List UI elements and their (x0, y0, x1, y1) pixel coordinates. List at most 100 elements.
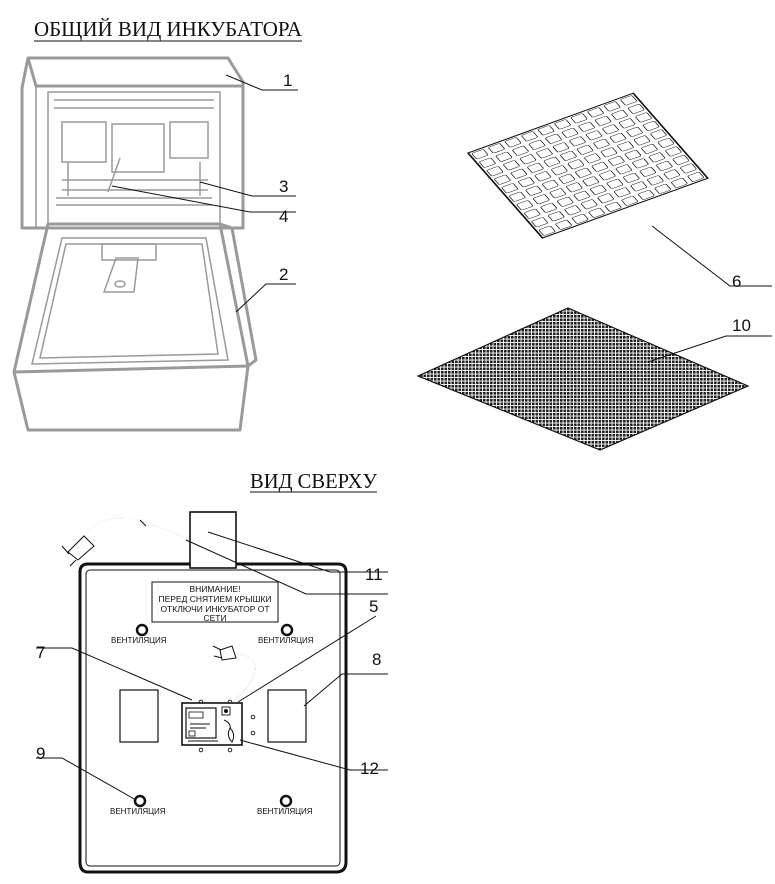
tray-cell (587, 107, 604, 118)
tray-cell (623, 172, 640, 183)
viewing-window-left (119, 689, 159, 743)
tray-cell (585, 130, 603, 141)
callout-6: 6 (732, 272, 741, 291)
tray-cell (549, 188, 567, 199)
title-general-view: ОБЩИЙ ВИД ИНКУБАТОРА (34, 17, 303, 41)
tray-cell (537, 125, 555, 136)
vent-label-top-right: ВЕНТИЛЯЦИЯ (258, 636, 314, 645)
thermostat-panel (181, 702, 243, 746)
tray-cell (510, 168, 528, 179)
tray-cell (657, 138, 675, 148)
tray-cell (654, 184, 671, 194)
tray-cell (648, 152, 666, 163)
tray-cell (591, 161, 609, 172)
tray-cell (561, 127, 579, 138)
tray-cell (680, 163, 697, 174)
tray-cell (671, 178, 688, 188)
tray-cell (557, 196, 574, 207)
tray-cell (554, 119, 571, 130)
tray-cell (519, 154, 537, 165)
tray-cell (555, 219, 572, 230)
vent-hole-icon (279, 794, 293, 808)
tray-cell (687, 172, 705, 182)
tray-cell (617, 141, 634, 152)
warning-line-3: ОТКЛЮЧИ ИНКУБАТОР ОТ (160, 604, 269, 614)
warning-line-2: ПЕРЕД СНЯТИЕМ КРЫШКИ (158, 594, 271, 604)
tray-cell (632, 158, 649, 169)
tray-cell (552, 142, 570, 153)
vent-hole-icon (135, 623, 149, 637)
tray-cell (494, 174, 511, 185)
tray-cell (663, 169, 681, 180)
leader-6 (651, 225, 772, 287)
callout-12: 12 (360, 759, 379, 778)
tray-cell (665, 146, 682, 157)
tray-cell (614, 187, 631, 198)
tray-cell (571, 213, 589, 224)
callout-7: 7 (36, 643, 45, 662)
tray-cell (611, 110, 628, 120)
tray-cell (656, 161, 673, 171)
callout-4: 4 (279, 207, 288, 226)
tray-cell (564, 205, 581, 216)
callout-2: 2 (279, 265, 288, 284)
tray-cell (672, 155, 690, 165)
tray-cell (630, 181, 648, 192)
tray-cell (639, 167, 657, 177)
tray-cell (588, 207, 605, 218)
tray-cell (624, 150, 642, 160)
tray-cell (609, 133, 627, 143)
tray-cell (534, 171, 552, 182)
tray-cell (501, 183, 519, 194)
tray-cell (581, 199, 598, 210)
vent-label-bottom-right: ВЕНТИЛЯЦИЯ (257, 807, 313, 816)
tray-cell (533, 194, 550, 205)
warning-line-4: СЕТИ (203, 613, 226, 623)
tray-cell (525, 185, 543, 196)
tray-cell (603, 101, 621, 112)
tray-cell (570, 113, 588, 124)
tray-cell (650, 129, 667, 140)
mesh-grid (416, 307, 750, 451)
callout-9: 9 (36, 744, 45, 763)
tray-cell (527, 162, 544, 173)
tray-cell (560, 150, 577, 161)
callout-3: 3 (279, 177, 288, 196)
leaders-upper-left (111, 74, 298, 313)
tray-cell (641, 144, 658, 154)
tray-cell (471, 149, 489, 160)
tray-cell (621, 195, 638, 206)
tray-cell (594, 116, 612, 126)
tray-cell (540, 202, 557, 213)
vent-hole-icon (280, 623, 294, 637)
title-top-view: ВИД СВЕРХУ (250, 469, 377, 493)
tray-cell (575, 167, 592, 178)
incubator-base (12, 222, 258, 432)
tray-cell (600, 147, 618, 158)
tray-cell (479, 157, 496, 168)
tray-cell (567, 159, 585, 170)
tray-cell (608, 155, 625, 166)
tray-cell (599, 170, 616, 181)
tray-cell (566, 182, 583, 193)
tray-cell (543, 156, 561, 167)
tray-cell (545, 133, 562, 144)
tray-cell (633, 135, 651, 146)
egg-tray (466, 92, 709, 239)
leaders-top-view (36, 531, 388, 801)
tray-cell (512, 145, 529, 156)
tray-cell (516, 200, 533, 211)
tray-cell (618, 118, 636, 129)
tray-cell (573, 190, 590, 201)
tray-cell (504, 137, 522, 148)
tray-cell (615, 164, 633, 175)
tray-cell (528, 139, 546, 150)
viewing-window-right (267, 689, 307, 743)
tray-cell (604, 201, 622, 212)
top-view: ВНИМАНИЕ! ПЕРЕД СНЯТИЕМ КРЫШКИ ОТКЛЮЧИ И… (61, 511, 348, 874)
callout-1: 1 (283, 71, 292, 90)
tray-cell (523, 208, 541, 219)
tray-cell (518, 177, 535, 188)
tray-cell (606, 178, 624, 189)
tray-cell (547, 211, 565, 222)
